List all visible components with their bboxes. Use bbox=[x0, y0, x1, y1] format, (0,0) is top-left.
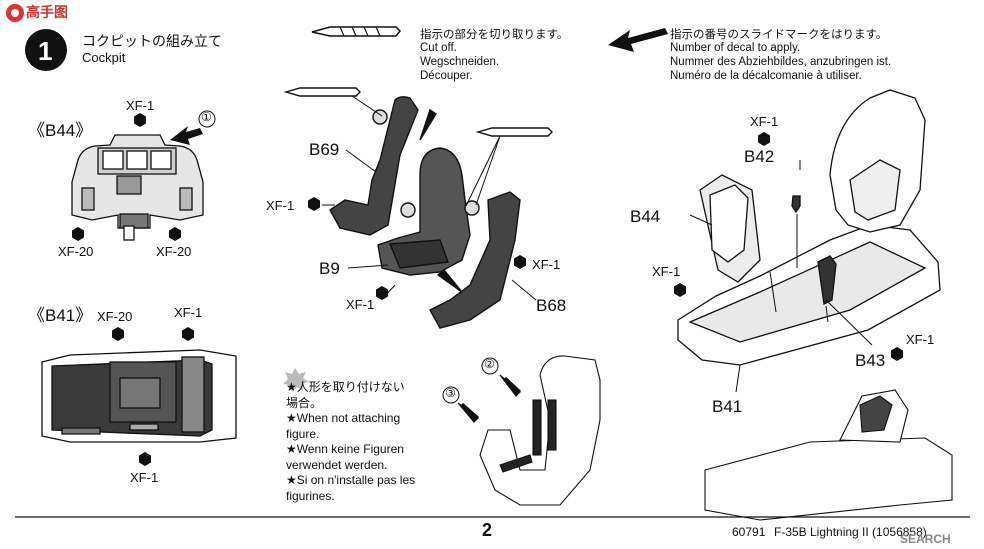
paint-hex-markers bbox=[72, 113, 903, 466]
step-number: 1 bbox=[38, 36, 53, 66]
legend-cut-de: Wegschneiden. bbox=[420, 56, 500, 68]
callout-2: ② bbox=[484, 357, 495, 371]
watermark-text: 高手图 bbox=[26, 5, 68, 21]
watermark-search: SEARCH bbox=[900, 532, 951, 546]
cockpit-tub-detail bbox=[704, 389, 953, 521]
legend-decal: 指示の番号のスライドマークをはります。 Number of decal to a… bbox=[670, 27, 891, 83]
page-number: 2 bbox=[482, 520, 493, 540]
part-label-b42: B42 bbox=[744, 147, 775, 166]
watermark-logo bbox=[6, 4, 24, 22]
note-line: ★人形を取り付けない bbox=[286, 380, 405, 394]
b41-cockpit-tub bbox=[41, 349, 237, 443]
legend-decal-jp: 指示の番号のスライドマークをはります。 bbox=[670, 27, 888, 41]
section-label-b41: 《B41》 bbox=[28, 306, 93, 325]
decal-arrow-b44 bbox=[170, 126, 203, 145]
paint-label: XF-20 bbox=[58, 244, 94, 259]
decal-arrow-icon bbox=[608, 28, 668, 52]
legend-cut-en: Cut off. bbox=[420, 42, 457, 54]
callout-1: ① bbox=[201, 110, 212, 124]
paint-label: XF-1 bbox=[126, 98, 155, 113]
paint-label: XF-1 bbox=[346, 297, 375, 312]
paint-label: XF-20 bbox=[97, 309, 133, 324]
seat-no-figure bbox=[457, 355, 601, 506]
b44-instrument-panel bbox=[71, 134, 204, 241]
paint-label: XF-1 bbox=[532, 257, 561, 272]
seat-assembly-exploded bbox=[283, 87, 553, 329]
part-label-b44: B44 bbox=[630, 207, 661, 226]
note-star-icon bbox=[283, 368, 309, 392]
paint-label: XF-20 bbox=[156, 244, 192, 259]
legend-decal-de: Nummer des Abziehbildes, anzubringen ist… bbox=[670, 56, 892, 68]
part-label-b41: B41 bbox=[712, 397, 743, 416]
figure-note: ★人形を取り付けない 場合。 ★When not attaching figur… bbox=[286, 380, 415, 504]
step-title-jp: コクピットの組み立て bbox=[82, 34, 222, 50]
part-label-b9: B9 bbox=[319, 259, 340, 278]
part-label-b69: B69 bbox=[309, 140, 340, 159]
legend-cut-off: 指示の部分を切り取ります。 Cut off. Wegschneiden. Déc… bbox=[420, 27, 568, 83]
legend-cut-fr: Découper. bbox=[420, 70, 473, 82]
note-line: figurines. bbox=[286, 488, 335, 503]
note-line: figure. bbox=[286, 426, 320, 441]
paint-label: XF-1 bbox=[750, 114, 779, 129]
step-badge bbox=[25, 29, 67, 71]
cut-off-icon bbox=[311, 26, 402, 37]
legend-decal-fr: Numéro de la décalcomanie à utiliser. bbox=[670, 70, 862, 82]
paint-label: XF-1 bbox=[174, 305, 203, 320]
legend-cut-jp: 指示の部分を切り取ります。 bbox=[420, 27, 569, 41]
product-code: 60791 bbox=[732, 525, 766, 539]
product-name: F-35B Lightning II (1056858) bbox=[774, 525, 927, 539]
step-title-en: Cockpit bbox=[82, 50, 126, 65]
paint-label: XF-1 bbox=[906, 332, 935, 347]
paint-label: XF-1 bbox=[266, 198, 295, 213]
note-line: verwendet werden. bbox=[286, 457, 388, 472]
note-line: ★Wenn keine Figuren bbox=[286, 442, 404, 456]
paint-label: XF-1 bbox=[652, 264, 681, 279]
part-label-b68: B68 bbox=[536, 296, 567, 315]
legend-decal-en: Number of decal to apply. bbox=[670, 42, 801, 54]
part-label-b43: B43 bbox=[855, 351, 886, 370]
note-line: 場合。 bbox=[286, 395, 323, 410]
note-line: ★When not attaching bbox=[286, 411, 401, 425]
section-label-b44: 《B44》 bbox=[28, 121, 93, 140]
cockpit-assembly bbox=[677, 89, 941, 393]
callout-3: ③ bbox=[445, 386, 456, 400]
note-line: ★Si on n'installe pas les bbox=[286, 473, 416, 487]
paint-label: XF-1 bbox=[130, 470, 159, 485]
